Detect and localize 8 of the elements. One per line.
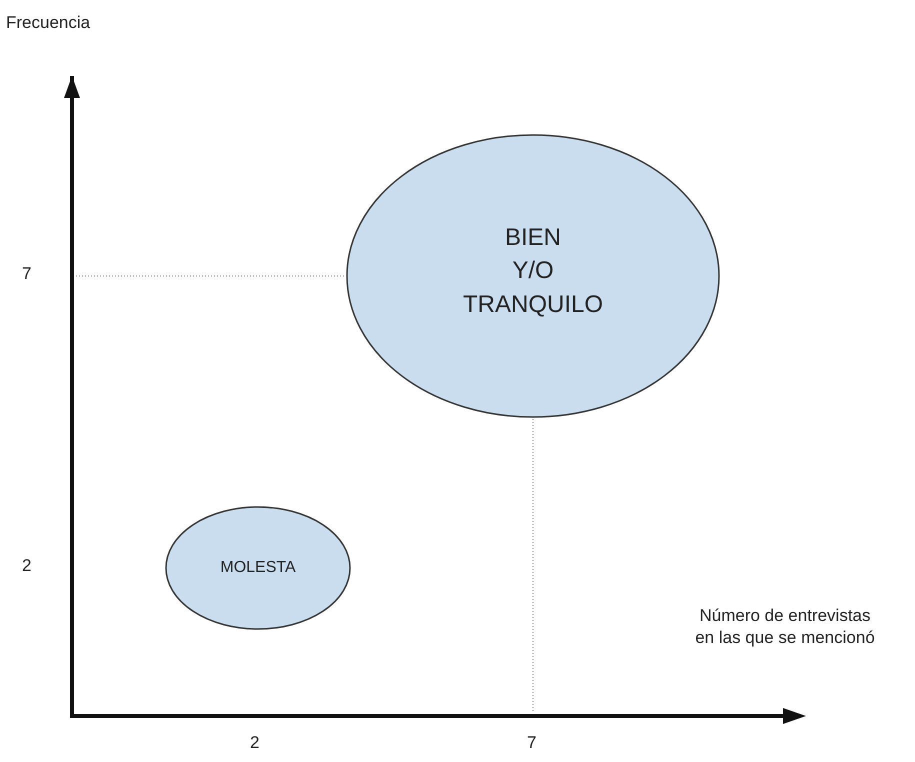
axis-title: Número de entrevistas en las que se mencionó	[695, 605, 875, 650]
tick-label: 2	[250, 732, 260, 754]
axis-title: Frecuencia	[6, 12, 90, 34]
bubble-label: MOLESTA	[220, 558, 296, 578]
tick-label: 7	[527, 732, 536, 754]
tick-label: 2	[22, 555, 32, 577]
tick-label: 7	[22, 263, 32, 285]
bubble-label: BIEN Y/O TRANQUILO	[462, 222, 604, 320]
